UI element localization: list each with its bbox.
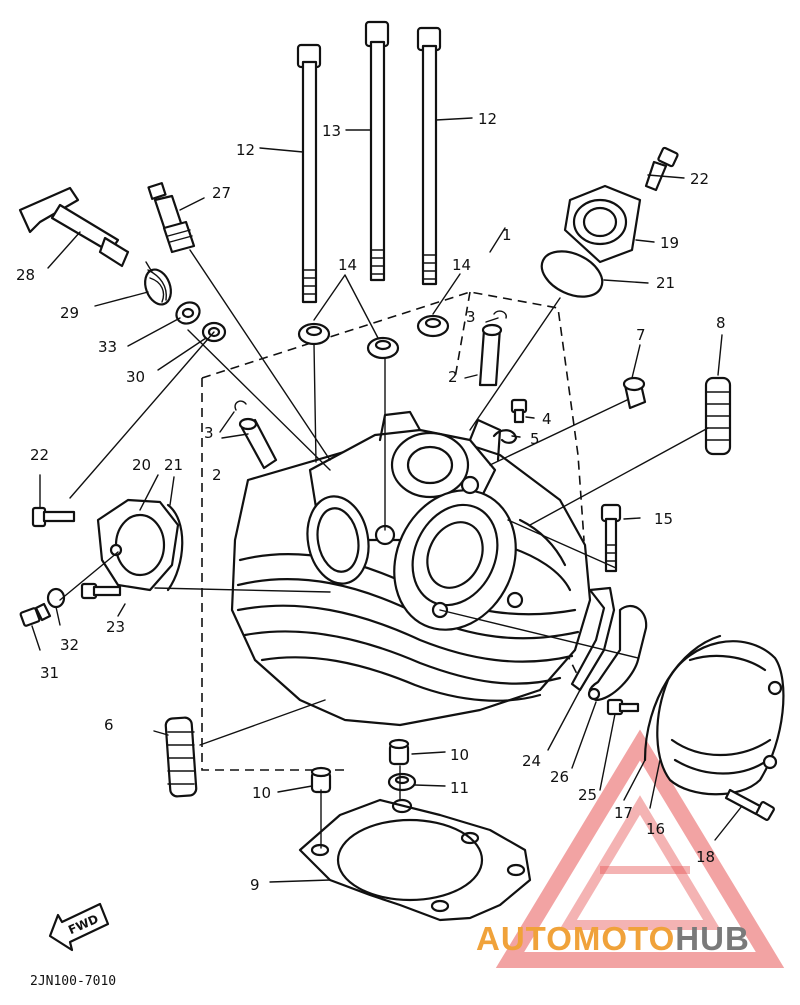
damper-6 [164, 716, 198, 798]
o-ring-21-top [540, 250, 604, 298]
svg-text:AUTOMOTOHUB: AUTOMOTOHUB [476, 920, 750, 957]
tappet-cover-19 [563, 184, 642, 264]
watermark-part1: AUTOMOTO [476, 920, 675, 957]
callout-5: 5 [530, 430, 540, 448]
head-gasket-9 [298, 798, 532, 922]
washer-33 [175, 301, 201, 325]
diagram-code: 2JN100-7010 [30, 974, 116, 989]
callout-1: 1 [502, 226, 512, 244]
decomp-lever-28 [18, 186, 130, 268]
callout-28: 28 [16, 266, 35, 284]
damper-8 [704, 376, 732, 456]
callout-31: 31 [40, 664, 59, 682]
plate-26 [587, 604, 648, 702]
watermark-part2: HUB [675, 920, 750, 957]
callout-26: 26 [550, 768, 569, 786]
watermark-text: AUTOMOTOHUB [476, 920, 750, 957]
callout-24: 24 [522, 752, 541, 770]
bolt-15 [600, 503, 622, 573]
callout-33: 33 [98, 338, 117, 356]
callout-15: 15 [654, 510, 673, 528]
callout-25: 25 [578, 786, 597, 804]
callout-labels: 1 2 2 3 3 4 5 6 7 8 9 10 10 11 12 12 13 … [16, 110, 726, 894]
dowel-10-left [310, 766, 332, 794]
callout-27: 27 [212, 184, 231, 202]
callout-8: 8 [716, 314, 726, 332]
callout-10b: 10 [450, 746, 469, 764]
valve-guide-left [234, 400, 278, 470]
callout-17: 17 [614, 804, 633, 822]
callout-21b: 21 [164, 456, 183, 474]
o-ring-21-left [166, 503, 184, 592]
callout-20: 20 [132, 456, 151, 474]
callout-14b: 14 [452, 256, 471, 274]
bolt-18 [724, 788, 775, 821]
callout-9: 9 [250, 876, 260, 894]
bolt-23 [80, 582, 122, 600]
bolt-4 [510, 398, 528, 424]
callout-21a: 21 [656, 274, 675, 292]
callout-7: 7 [636, 326, 646, 344]
callout-2b: 2 [448, 368, 458, 386]
callout-23: 23 [106, 618, 125, 636]
fwd-arrow: FWD [48, 902, 110, 952]
watermark-logo [495, 729, 785, 968]
callout-6: 6 [104, 716, 114, 734]
gasket-17 [643, 634, 722, 762]
bolt-31 [19, 602, 52, 627]
cap-7 [622, 376, 647, 410]
callout-32: 32 [60, 636, 79, 654]
washer-14-right [416, 314, 450, 338]
seal-30 [201, 321, 227, 343]
valve-guide-right [478, 310, 507, 387]
dowel-10-right [388, 738, 410, 766]
callout-18: 18 [696, 848, 715, 866]
washer-14-center [366, 336, 400, 360]
bolt-25 [606, 698, 640, 716]
leader-lines [31, 117, 743, 883]
spring-29 [144, 261, 172, 306]
callout-10a: 10 [252, 784, 271, 802]
callout-2a: 2 [212, 466, 222, 484]
callout-30: 30 [126, 368, 145, 386]
callout-22a: 22 [690, 170, 709, 188]
clip-5 [492, 429, 518, 444]
callout-19: 19 [660, 234, 679, 252]
callout-3a: 3 [204, 424, 214, 442]
spark-plug [147, 182, 196, 254]
callout-4: 4 [542, 410, 552, 428]
seal-11 [387, 772, 417, 792]
callout-16: 16 [646, 820, 665, 838]
cylinder-head [230, 410, 592, 727]
callout-14a: 14 [338, 256, 357, 274]
callout-29: 29 [60, 304, 79, 322]
head-bolt-center [364, 20, 390, 282]
head-bolt-left [296, 43, 322, 304]
head-cover-16 [656, 640, 785, 796]
bolt-22-top [644, 146, 679, 192]
washer-14-left [297, 322, 331, 346]
callout-11: 11 [450, 779, 469, 797]
cover-20 [96, 498, 180, 592]
head-bolt-right [416, 26, 442, 286]
callout-13: 13 [322, 122, 341, 140]
bolt-22-left [31, 506, 76, 528]
callout-3b: 3 [466, 308, 476, 326]
callout-22b: 22 [30, 446, 49, 464]
callout-12b: 12 [478, 110, 497, 128]
callout-12a: 12 [236, 141, 255, 159]
